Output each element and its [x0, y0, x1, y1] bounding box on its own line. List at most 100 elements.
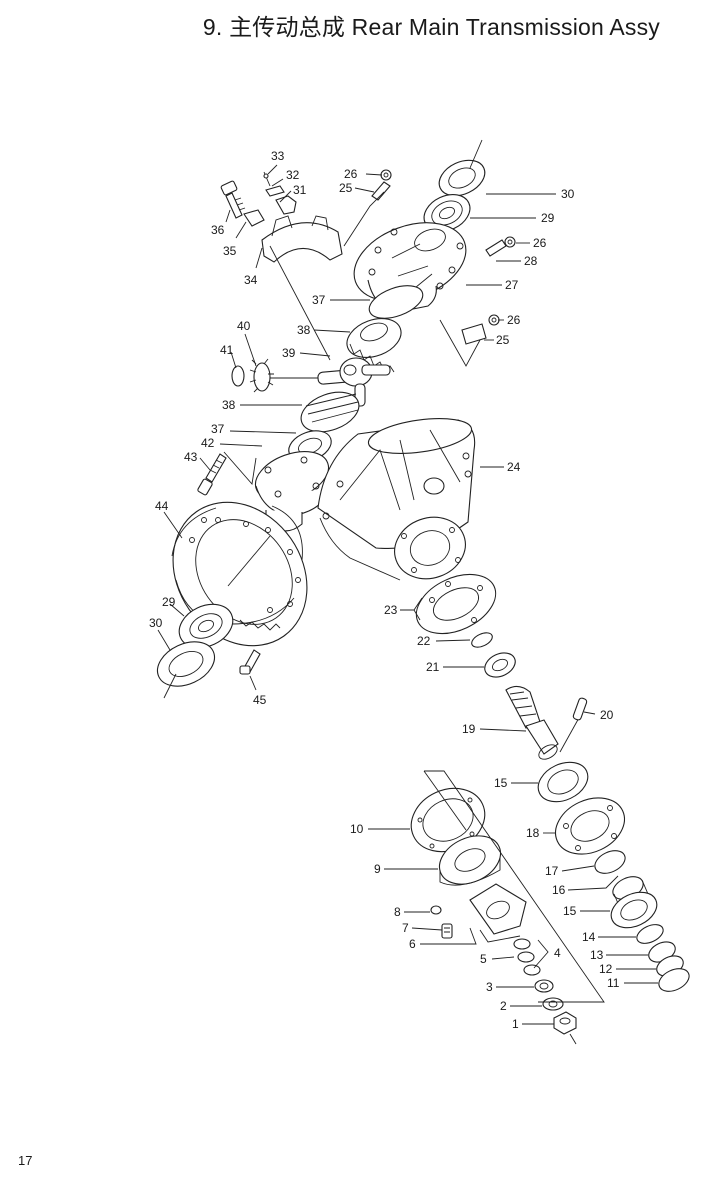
- washer-41: [231, 365, 245, 387]
- cotter-pin-33: [263, 171, 271, 187]
- drive-pinion-19: [505, 685, 581, 760]
- callout-35: 35: [223, 244, 237, 258]
- bolt-45: [239, 649, 261, 675]
- bearing-cap-34: [261, 215, 343, 263]
- callout-26-low: 26: [507, 313, 521, 327]
- callout-44: 44: [155, 499, 169, 513]
- part-drawings: [156, 139, 690, 1045]
- lock-washer-35: [243, 209, 265, 227]
- callout-42: 42: [201, 436, 215, 450]
- callout-23: 23: [384, 603, 398, 617]
- callout-6: 6: [409, 937, 416, 951]
- nut-26-a: [380, 169, 392, 181]
- callout-38-upper: 38: [297, 323, 311, 337]
- callout-18: 18: [526, 826, 540, 840]
- lock-plate-28: [485, 239, 507, 257]
- callout-40: 40: [237, 319, 251, 333]
- callout-14: 14: [582, 930, 596, 944]
- callout-22: 22: [417, 634, 431, 648]
- callout-5: 5: [480, 952, 487, 966]
- callout-24: 24: [507, 460, 521, 474]
- planet-gear-40: [249, 358, 318, 393]
- nut-1: [553, 1011, 577, 1045]
- callout-37-lower: 37: [211, 422, 225, 436]
- callout-41: 41: [220, 343, 234, 357]
- bearing-15-upper: [537, 761, 589, 803]
- roller-bearing-29-lower: [178, 603, 234, 649]
- snap-ring-22: [471, 632, 493, 648]
- o-ring-4: [523, 964, 541, 976]
- callout-34: 34: [244, 273, 258, 287]
- callout-29-top: 29: [541, 211, 555, 225]
- bolt-36: [220, 180, 246, 219]
- pin-20: [572, 697, 588, 721]
- callout-31: 31: [293, 183, 307, 197]
- nut-26-b: [504, 236, 516, 248]
- bearing-cup-30-upper: [438, 139, 486, 197]
- lock-plate-25-a: [371, 181, 391, 201]
- bearing-15-lower: [610, 891, 658, 929]
- page-title: 9. 主传动总成 Rear Main Transmission Assy: [202, 14, 660, 40]
- bearing-cup-30-lower: [156, 641, 216, 699]
- callout-28: 28: [524, 254, 538, 268]
- callout-36: 36: [211, 223, 225, 237]
- callout-7: 7: [402, 921, 409, 935]
- bearing-21: [484, 652, 516, 678]
- callout-2: 2: [500, 999, 507, 1013]
- callout-25-low: 25: [496, 333, 510, 347]
- callout-15-lower: 15: [563, 904, 577, 918]
- callout-26-top: 26: [344, 167, 358, 181]
- lock-plate-25-b: [461, 323, 487, 345]
- part-number-labels: 33 32 31 26 25 30 29 26 28 27 26 25 36 3…: [149, 149, 620, 1031]
- callout-25-top: 25: [339, 181, 353, 195]
- callout-27: 27: [505, 278, 519, 292]
- o-ring-5a: [513, 938, 531, 950]
- callout-37-upper: 37: [312, 293, 326, 307]
- final-drive-housing-24: [317, 418, 476, 581]
- bearing-housing-18: [555, 797, 625, 855]
- washer-14: [636, 924, 664, 944]
- callout-21: 21: [426, 660, 440, 674]
- callout-26-mid: 26: [533, 236, 547, 250]
- companion-flange-6: [469, 883, 527, 935]
- o-ring-5b: [517, 951, 535, 963]
- callout-4: 4: [554, 946, 561, 960]
- seal-3: [534, 979, 554, 993]
- callout-30-top: 30: [561, 187, 575, 201]
- callout-30-low: 30: [149, 616, 163, 630]
- bearing-11: [658, 968, 690, 992]
- callout-16: 16: [552, 883, 566, 897]
- washer-2: [542, 997, 564, 1011]
- page-number: 17: [18, 1153, 33, 1168]
- seal-housing-9: [438, 835, 502, 886]
- callout-20: 20: [600, 708, 614, 722]
- callout-29-low: 29: [162, 595, 176, 609]
- callout-8: 8: [394, 905, 401, 919]
- leader-lines: [157, 164, 658, 1025]
- callout-45: 45: [253, 693, 267, 707]
- callout-13: 13: [590, 948, 604, 962]
- spacer-17: [594, 850, 626, 874]
- thrust-washer-37-upper: [368, 285, 424, 319]
- callout-19: 19: [462, 722, 476, 736]
- callout-32: 32: [286, 168, 300, 182]
- callout-15-upper: 15: [494, 776, 508, 790]
- callout-33: 33: [271, 149, 285, 163]
- callout-12: 12: [599, 962, 613, 976]
- callout-1: 1: [512, 1017, 519, 1031]
- callout-9: 9: [374, 862, 381, 876]
- side-gear-38-lower: [300, 391, 360, 433]
- roller-bearing-29-upper: [423, 194, 471, 232]
- callout-3: 3: [486, 980, 493, 994]
- callout-43: 43: [184, 450, 198, 464]
- callout-38-lower: 38: [222, 398, 236, 412]
- lock-plate-32-31: [265, 185, 297, 215]
- spider-39: [317, 357, 391, 407]
- callout-11: 11: [607, 976, 620, 990]
- bolt-43: [197, 453, 227, 496]
- callout-39: 39: [282, 346, 296, 360]
- washer-8: [430, 905, 442, 915]
- bolt-7: [441, 923, 453, 939]
- callout-17: 17: [545, 864, 559, 878]
